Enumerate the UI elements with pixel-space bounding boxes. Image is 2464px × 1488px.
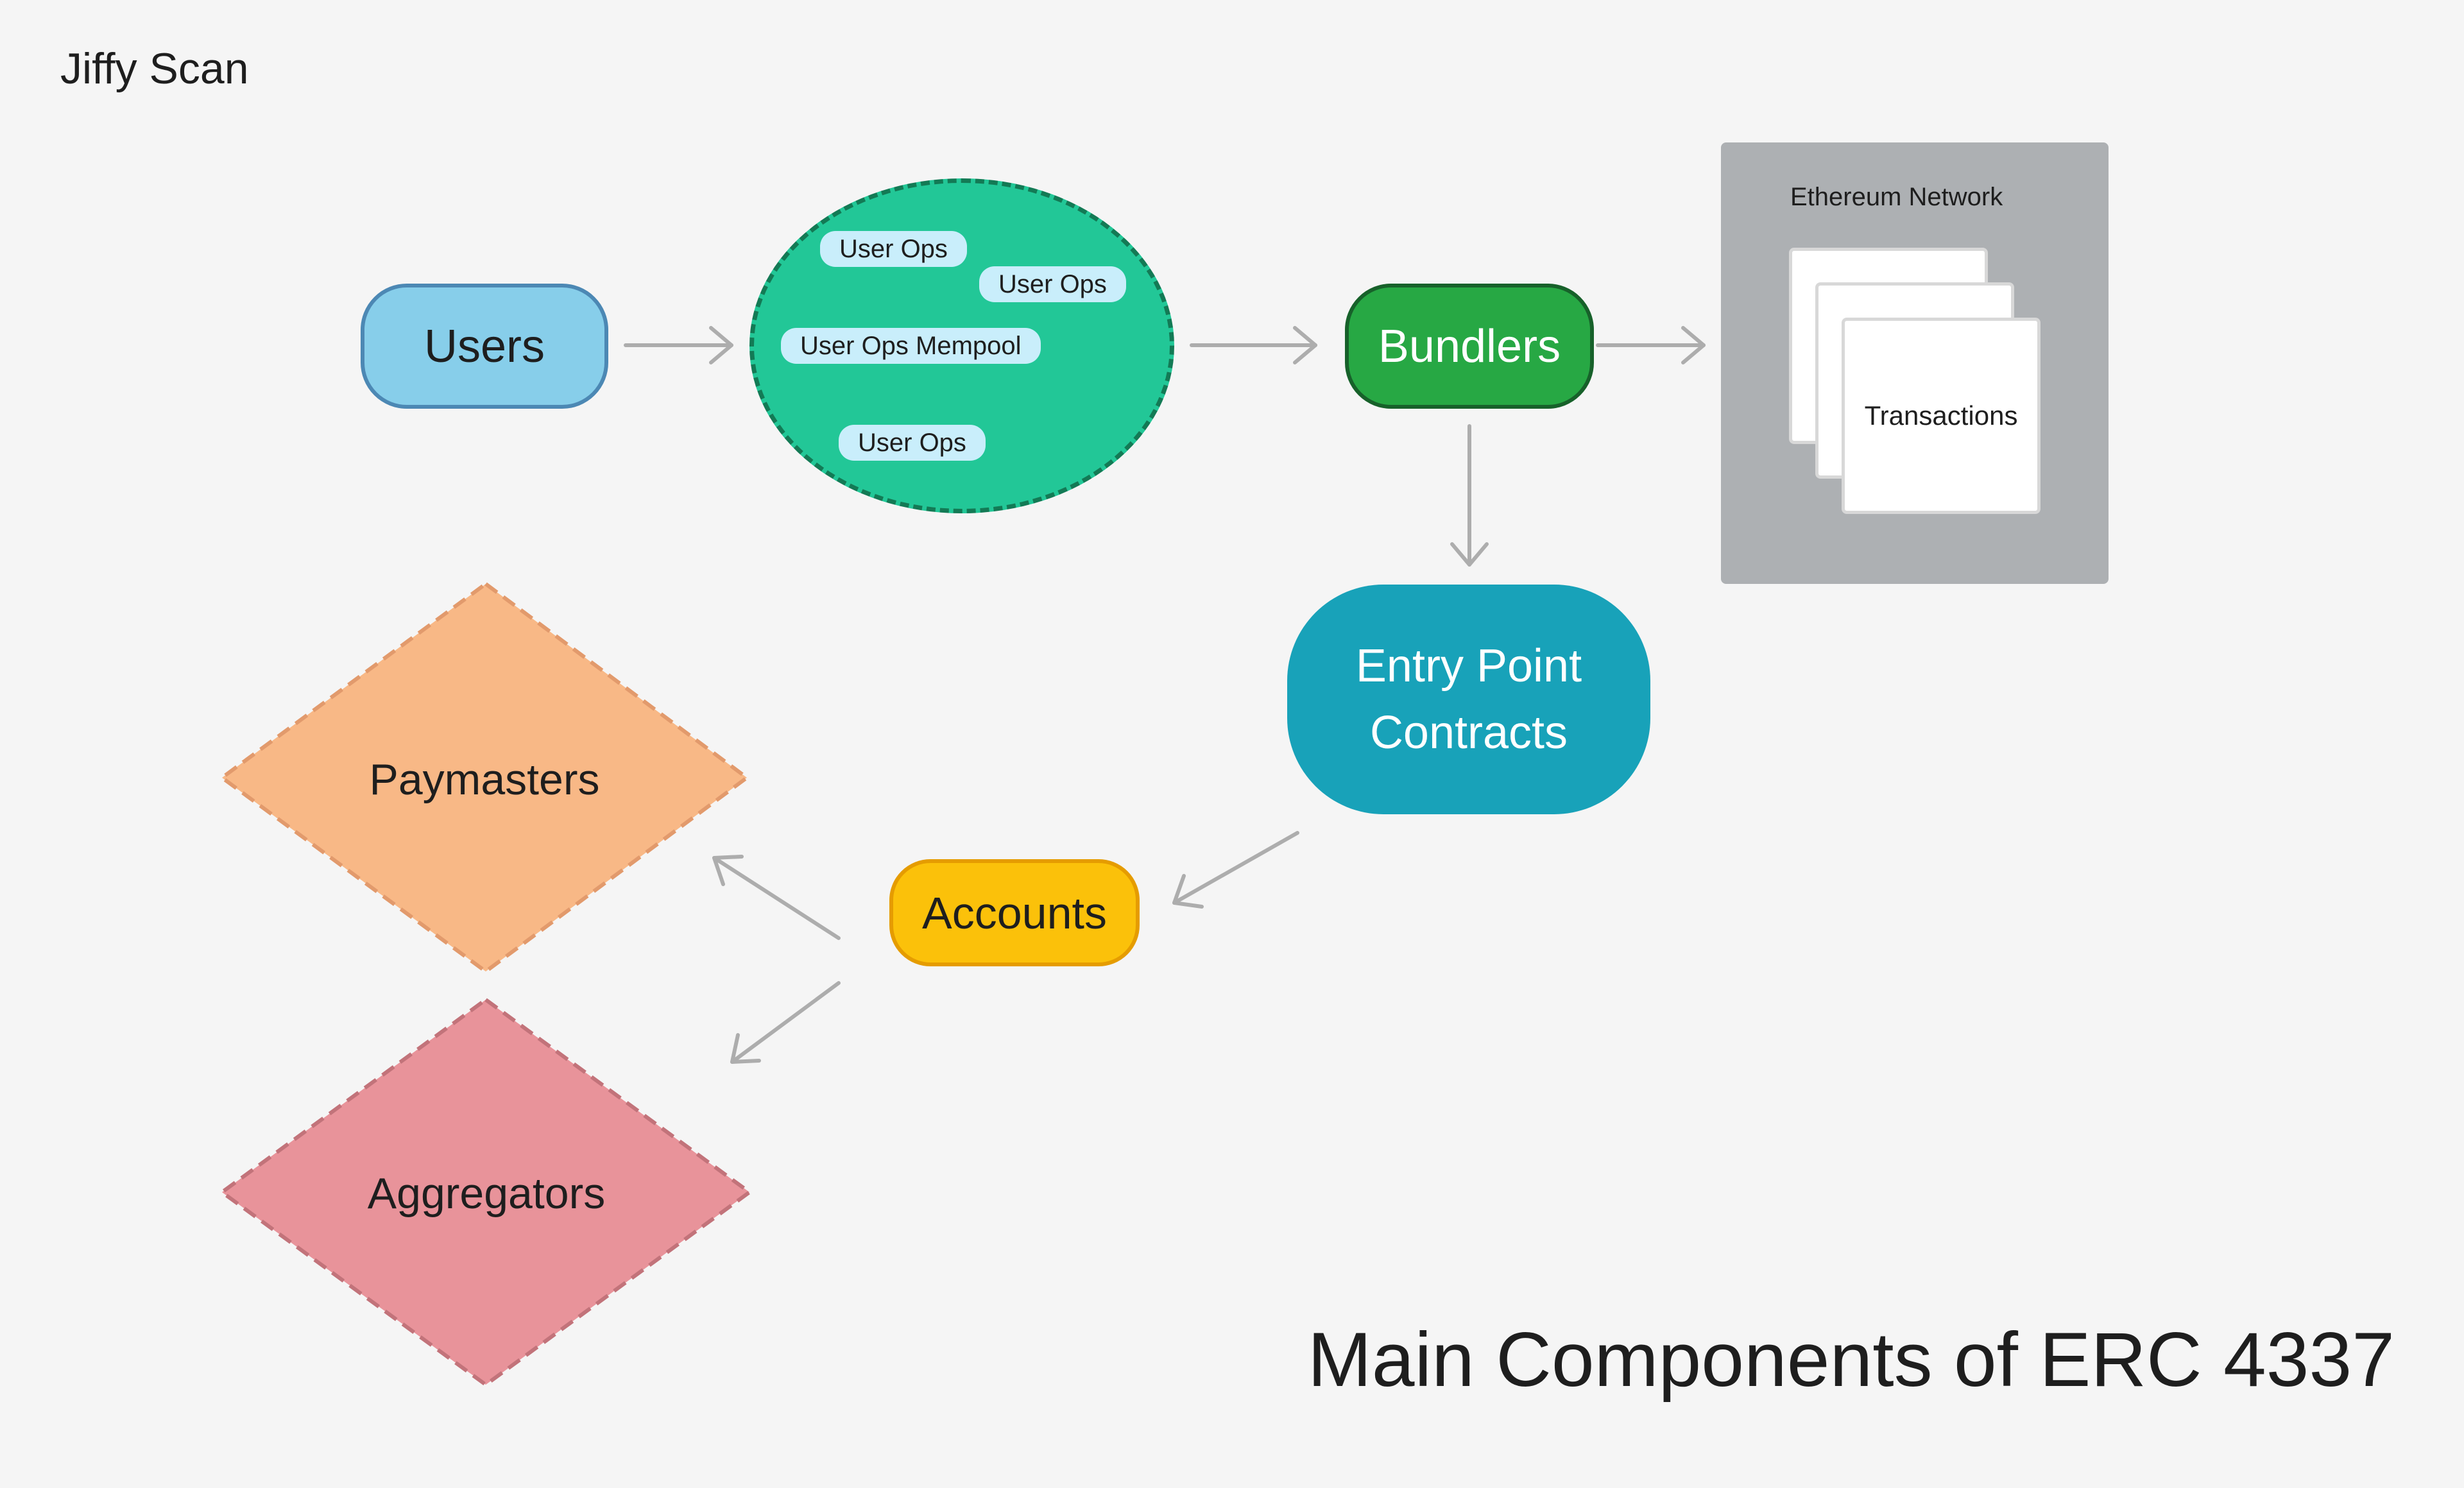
arrow-accounts-to-paymasters (712, 855, 841, 940)
aggregators-label: Aggregators (367, 1169, 606, 1218)
entry-point-contracts-node: Entry Point Contracts (1287, 585, 1650, 814)
users-node: Users (361, 284, 608, 409)
brand-name: Jiffy Scan (60, 44, 249, 93)
paymasters-label: Paymasters (369, 755, 600, 804)
bundlers-node: Bundlers (1345, 284, 1594, 409)
arrow-bundlers-to-entry-point (1450, 424, 1489, 567)
user-ops-pill: User Ops (979, 266, 1126, 302)
ethereum-network-label: Ethereum Network (1790, 183, 2003, 211)
arrow-entry-point-to-accounts (1172, 831, 1299, 909)
diagram-title: Main Components of ERC 4337 (1307, 1317, 2395, 1403)
transactions-label: Transactions (1864, 400, 2018, 431)
mempool-label: User Ops Mempool (781, 328, 1041, 364)
transaction-document-front: Transactions (1842, 318, 2041, 514)
user-ops-pill: User Ops (839, 425, 986, 461)
arrow-accounts-to-aggregators (730, 981, 841, 1064)
arrow-mempool-to-bundlers (1190, 326, 1317, 364)
arrow-bundlers-to-network (1596, 326, 1706, 364)
arrow-users-to-mempool (624, 326, 733, 364)
paymasters-diamond (220, 582, 749, 973)
user-ops-pill: User Ops (820, 231, 967, 267)
aggregators-diamond (220, 998, 751, 1387)
entry-point-line2: Contracts (1369, 707, 1568, 758)
accounts-node: Accounts (889, 859, 1140, 966)
entry-point-line1: Entry Point (1355, 640, 1582, 692)
